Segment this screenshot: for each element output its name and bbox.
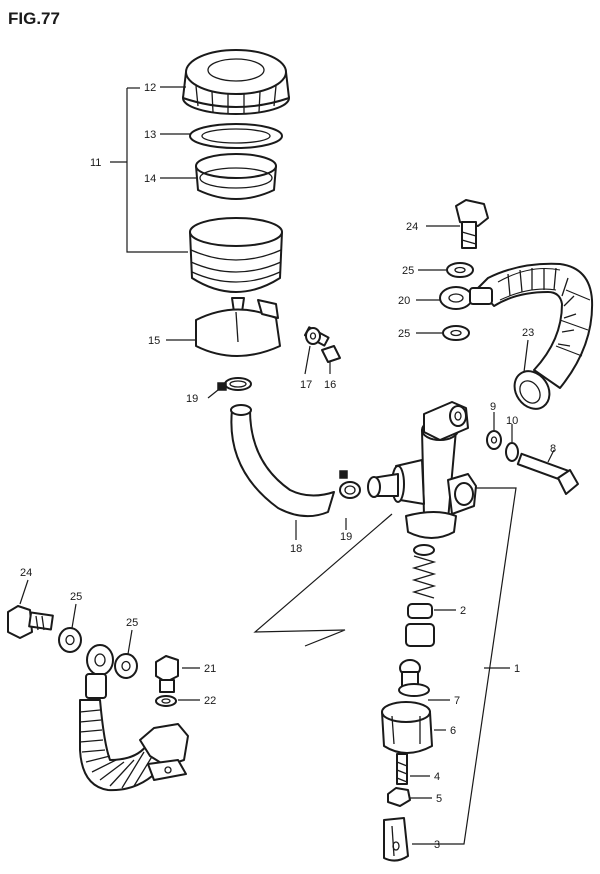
callout-23: 23 <box>522 327 534 339</box>
dust-boot <box>381 701 433 754</box>
sealing-washer-right <box>114 653 138 679</box>
piston-spring <box>405 544 437 647</box>
brake-hose-lower <box>79 644 189 792</box>
callout-21: 21 <box>204 663 216 675</box>
reservoir-band <box>195 299 281 357</box>
callout-14: 14 <box>144 173 156 185</box>
callout-20: 20 <box>398 295 410 307</box>
callout-5: 5 <box>436 793 442 805</box>
reservoir-hose <box>230 404 335 518</box>
callout-25-d: 25 <box>126 617 138 629</box>
piston <box>398 659 430 697</box>
mounting-bolt <box>516 452 579 495</box>
callout-9: 9 <box>490 401 496 413</box>
callout-24-upper: 24 <box>406 221 418 233</box>
callout-25-a: 25 <box>402 265 414 277</box>
callout-25-c: 25 <box>70 591 82 603</box>
hose-clip-upper <box>217 377 252 391</box>
sealing-washer-upper <box>446 262 474 278</box>
callout-labels: 11 12 13 14 15 17 16 19 18 19 24 25 20 2… <box>20 82 556 851</box>
clamp-bolt <box>155 655 179 693</box>
union-bolt-lower <box>7 605 54 639</box>
callout-12: 12 <box>144 82 156 94</box>
callout-4: 4 <box>434 771 440 783</box>
reservoir-body <box>189 217 283 313</box>
callout-19-upper: 19 <box>186 393 198 405</box>
callout-22: 22 <box>204 695 216 707</box>
sealing-washer-left <box>58 627 82 653</box>
callout-8: 8 <box>550 443 556 455</box>
union-bolt-upper <box>455 199 489 249</box>
reservoir-cap <box>182 49 290 115</box>
figure-title: FIG.77 <box>8 9 60 28</box>
callout-1: 1 <box>514 663 520 675</box>
callout-6: 6 <box>450 725 456 737</box>
break-line <box>253 513 393 647</box>
clamp-washer <box>155 695 177 707</box>
brake-hose-upper <box>477 262 594 410</box>
leader-lines <box>19 86 555 845</box>
callout-24-lower: 24 <box>20 567 32 579</box>
callout-25-b: 25 <box>398 328 410 340</box>
sealing-washer-lower <box>442 325 470 341</box>
lock-nut <box>387 787 411 807</box>
clevis <box>383 817 409 862</box>
hose-clip-lower <box>339 470 361 499</box>
union-fitting <box>439 286 493 310</box>
callout-15: 15 <box>148 335 160 347</box>
push-rod <box>396 753 408 785</box>
callout-18: 18 <box>290 543 302 555</box>
callout-17: 17 <box>300 379 312 391</box>
reservoir-washer <box>305 327 321 345</box>
callout-19-lower: 19 <box>340 531 352 543</box>
spring-washer <box>505 442 519 462</box>
diaphragm <box>195 153 277 200</box>
callout-13: 13 <box>144 129 156 141</box>
cap-plate <box>189 123 283 149</box>
callout-10: 10 <box>506 415 518 427</box>
callout-2: 2 <box>460 605 466 617</box>
plain-washer <box>486 430 502 450</box>
callout-7: 7 <box>454 695 460 707</box>
master-cylinder <box>367 401 477 539</box>
callout-11: 11 <box>90 157 101 169</box>
callout-16: 16 <box>324 379 336 391</box>
callout-3: 3 <box>434 839 440 851</box>
